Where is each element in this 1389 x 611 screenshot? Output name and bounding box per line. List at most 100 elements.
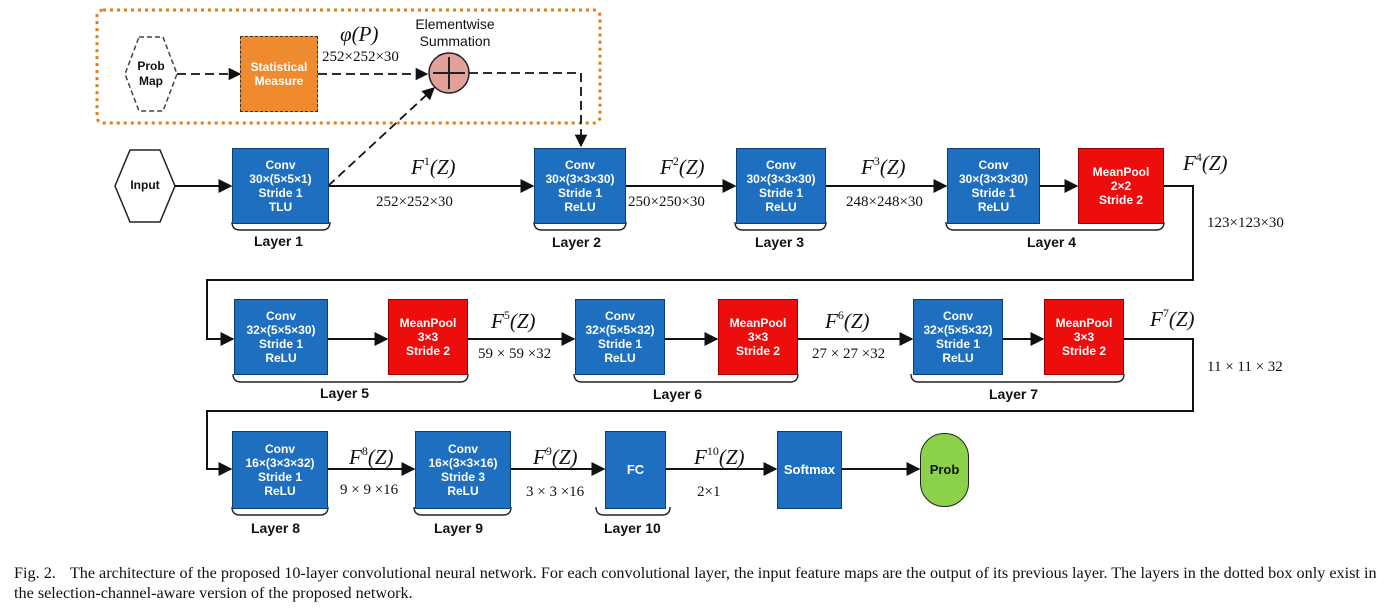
softmax-box: Softmax [777,431,842,509]
arrow-sum-conv2 [469,72,588,148]
conv8-box: Conv 16×(3×3×32) Stride 1 ReLU [232,431,328,509]
selection-channel-box [95,8,602,125]
f4-dims: 123×123×30 [1207,215,1284,231]
conv2-box: Conv 30×(3×3×30) Stride 1 ReLU [534,148,626,224]
conv9-line3: Stride 3 [440,470,485,484]
conv9-box: Conv 16×(3×3×16) Stride 3 ReLU [415,431,511,509]
layer-7-label: Layer 7 [989,386,1039,402]
conv8-line1: Conv [265,442,295,456]
conv1-line2: 30×(5×5×1) [249,172,312,186]
elementwise-label: Elementwise Summation [400,16,510,50]
f3-label: F3(Z) [861,154,906,179]
conv8-line3: Stride 1 [257,470,302,484]
pool5-line1: MeanPool [399,316,457,330]
f2-dims: 250×250×30 [628,194,705,210]
pool6-line2: 3×3 [747,330,769,344]
conv2-line3: Stride 1 [557,186,602,200]
conv3-line4: ReLU [765,200,797,214]
layer-braces [231,221,1165,516]
f5-label: F5(Z) [491,308,536,333]
prob-output: Prob [920,433,969,507]
prob-map-hexagon [124,36,178,112]
input-label: Input [130,178,160,192]
conv8-line2: 16×(3×3×32) [245,456,315,470]
layer-2-label: Layer 2 [552,234,602,250]
f2-label: F2(Z) [660,154,705,179]
layer-8-label: Layer 8 [251,520,301,536]
elementwise-line2: Summation [419,33,491,49]
conv6-box: Conv 32×(5×5×32) Stride 1 ReLU [575,299,665,375]
phi-dims: 252×252×30 [322,49,399,65]
conv3-line2: 30×(3×3×30) [746,172,816,186]
layer-6-label: Layer 6 [653,386,703,402]
f6-label: F6(Z) [825,308,870,333]
pool5-box: MeanPool 3×3 Stride 2 [388,299,468,375]
conv1-line1: Conv [265,158,296,172]
pool6-line3: Stride 2 [735,344,780,358]
conv5-line1: Conv [266,309,296,323]
arrow-conv1-sum [327,87,435,187]
pool4-line3: Stride 2 [1098,193,1143,207]
layer-4-label: Layer 4 [1027,234,1077,250]
pool6-line1: MeanPool [729,316,787,330]
conv1-line3: Stride 1 [258,186,303,200]
fc-label: FC [626,462,645,477]
f6-dims: 27 × 27 ×32 [812,346,886,362]
pool7-line2: 3×3 [1073,330,1095,344]
f10-dims: 2×1 [697,484,721,500]
f7-dims: 11 × 11 × 32 [1207,359,1283,375]
conv1-line4: TLU [268,200,293,214]
f1-dims: 252×252×30 [376,194,453,210]
conv7-line4: ReLU [942,351,974,365]
phi-text: φ(P) [340,22,379,46]
conv7-box: Conv 32×(5×5×32) Stride 1 ReLU [913,299,1003,375]
prob-map-label: Prob Map [125,59,177,89]
conv3-line3: Stride 1 [758,186,803,200]
conv2-line1: Conv [565,158,595,172]
conv2-line2: 30×(3×3×30) [545,172,615,186]
input-hexagon [114,149,176,223]
stat-line2: Measure [254,74,304,88]
layer-10-label: Layer 10 [604,520,661,536]
softmax-label: Softmax [783,462,836,477]
prob-map-line2: Map [139,74,163,88]
f7-label: F7(Z) [1150,306,1195,331]
f9-dims: 3 × 3 ×16 [526,484,585,500]
conv6-line2: 32×(5×5×32) [585,323,655,337]
conv6-line1: Conv [605,309,635,323]
caption-text: The architecture of the proposed 10-laye… [14,564,1377,602]
f9-label: F9(Z) [533,444,578,469]
conv4-box: Conv 30×(3×3×30) Stride 1 ReLU [947,148,1040,224]
conv9-line2: 16×(3×3×16) [428,456,498,470]
conv4-line3: Stride 1 [971,186,1016,200]
pool7-line3: Stride 2 [1061,344,1106,358]
layer-9-label: Layer 9 [434,520,484,536]
conv5-box: Conv 32×(5×5×30) Stride 1 ReLU [234,299,328,375]
statistical-measure-box: Statistical Measure [240,36,318,112]
pool5-line2: 3×3 [417,330,439,344]
conv2-line4: ReLU [564,200,596,214]
connector-row1-row2 [206,185,1194,346]
conv7-line3: Stride 1 [935,337,980,351]
conv5-line3: Stride 1 [258,337,303,351]
conv4-line4: ReLU [977,200,1010,214]
figure-number: Fig. 2. [14,564,56,582]
conv7-line1: Conv [943,309,973,323]
conv5-line2: 32×(5×5×30) [246,323,316,337]
pool7-line1: MeanPool [1055,316,1113,330]
f8-label: F8(Z) [349,444,394,469]
phi-label: φ(P) [340,22,378,47]
pool5-line3: Stride 2 [405,344,450,358]
f3-dims: 248×248×30 [846,194,923,210]
f8-dims: 9 × 9 ×16 [340,482,399,498]
conv8-line4: ReLU [264,484,296,498]
conv3-line1: Conv [766,158,796,172]
conv4-line2: 30×(3×3×30) [958,172,1029,186]
layer-1-label: Layer 1 [254,233,304,249]
conv1-box: Conv 30×(5×5×1) Stride 1 TLU [232,148,329,224]
conv6-line3: Stride 1 [597,337,642,351]
fc-box: FC [605,431,666,509]
figure-caption: Fig. 2.The architecture of the proposed … [14,563,1380,603]
pool4-line2: 2×2 [1110,179,1132,193]
